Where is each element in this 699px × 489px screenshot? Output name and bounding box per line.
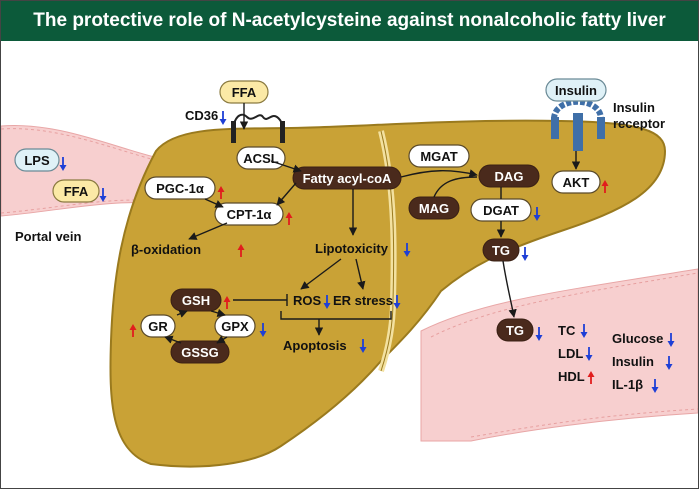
- il1b-down-arrowhead-icon: [651, 387, 659, 393]
- cpt1a-label: CPT-1α: [227, 207, 272, 222]
- cpt1a-up-arrowhead-icon: [285, 212, 293, 218]
- tg-blood-down-arrowhead-icon: [535, 335, 543, 341]
- fatty-acyl-coa-node: [292, 166, 402, 190]
- il1b-label: IL-1β: [612, 377, 643, 392]
- gpx-node: [214, 314, 256, 338]
- pathway-arrows: [164, 103, 581, 344]
- acsl-node: [236, 146, 286, 170]
- insulin-receptor-icon: [551, 98, 605, 151]
- insulin-blood-down-arrowhead-icon: [665, 364, 673, 370]
- ffa-top-label: FFA: [232, 85, 257, 100]
- dag-label: DAG: [495, 169, 524, 184]
- gpx-label: GPX: [221, 319, 249, 334]
- dgat-down-arrowhead-icon: [533, 215, 541, 221]
- lps-node: [14, 148, 60, 172]
- insulin-label: Insulin: [555, 83, 597, 98]
- gr-node: [140, 314, 176, 338]
- akt-node: [551, 170, 601, 194]
- gpx-down-arrowhead-icon: [259, 331, 267, 337]
- mgat-node: [408, 144, 470, 168]
- tg-liver-label: TG: [492, 243, 510, 258]
- gr-label: GR: [148, 319, 168, 334]
- er-stress-label: ER stress: [333, 293, 393, 308]
- regulation-arrows: [59, 111, 675, 393]
- figure-title: The protective role of N-acetylcysteine …: [1, 1, 698, 71]
- gsh-label: GSH: [182, 293, 210, 308]
- mgat-label: MGAT: [420, 149, 457, 164]
- tg-blood-label: TG: [506, 323, 524, 338]
- hdl-up-arrowhead-icon: [587, 371, 595, 377]
- lps-label: LPS: [24, 153, 50, 168]
- acsl-label: ACSL: [243, 151, 278, 166]
- lps-down-arrowhead-icon: [59, 165, 67, 171]
- pgc1a-node: [144, 176, 216, 200]
- lipotoxicity-label: Lipotoxicity: [315, 241, 389, 256]
- gssg-label: GSSG: [181, 345, 219, 360]
- portal-vein-label: Portal vein: [15, 229, 82, 244]
- tc-label: TC: [558, 323, 576, 338]
- cd36-transporter-icon: [231, 113, 285, 143]
- cpt1a-node: [214, 202, 284, 226]
- gssg-node: [170, 340, 230, 364]
- ros-down-arrowhead-icon: [323, 303, 331, 309]
- ffa-portal-down-arrowhead-icon: [99, 196, 107, 202]
- akt-up-arrowhead-icon: [601, 180, 609, 186]
- insulin-receptor-label-2: receptor: [613, 116, 665, 131]
- gr-up-arrowhead-icon: [129, 324, 137, 330]
- er-stress-down-arrowhead-icon: [393, 303, 401, 309]
- dgat-label: DGAT: [483, 203, 519, 218]
- apoptosis-down-arrowhead-icon: [359, 347, 367, 353]
- dag-node: [478, 164, 540, 188]
- mag-label: MAG: [419, 201, 449, 216]
- fatty-acyl-coa-label: Fatty acyl-coA: [303, 171, 392, 186]
- gsh-up-arrowhead-icon: [223, 296, 231, 302]
- akt-label: AKT: [563, 175, 590, 190]
- beta-oxidation-label: β-oxidation: [131, 242, 201, 257]
- apoptosis-label: Apoptosis: [283, 338, 347, 353]
- gsh-node: [170, 288, 222, 312]
- blood-vessel-shape: [420, 268, 698, 442]
- insulin-receptor-label-1: Insulin: [613, 100, 655, 115]
- beta-ox-up-arrowhead-icon: [237, 244, 245, 250]
- pgc1a-label: PGC-1α: [156, 181, 204, 196]
- tc-down-arrowhead-icon: [580, 332, 588, 338]
- ffa-portal-node: [52, 179, 100, 203]
- insulin-blood-label: Insulin: [612, 354, 654, 369]
- hdl-label: HDL: [558, 369, 585, 384]
- tg-blood-node: [496, 318, 534, 342]
- cd36-label: CD36: [185, 108, 218, 123]
- ros-label: ROS: [293, 293, 322, 308]
- lipotoxicity-down-arrowhead-icon: [403, 251, 411, 257]
- insulin-node: [545, 78, 607, 102]
- tg-liver-node: [482, 238, 520, 262]
- ldl-down-arrowhead-icon: [585, 355, 593, 361]
- ffa-portal-label: FFA: [64, 184, 89, 199]
- glucose-label: Glucose: [612, 331, 663, 346]
- cd36-down-arrowhead-icon: [219, 119, 227, 125]
- ldl-label: LDL: [558, 346, 583, 361]
- pgc1a-up-arrowhead-icon: [217, 186, 225, 192]
- glucose-down-arrowhead-icon: [667, 341, 675, 347]
- tg-liver-down-arrowhead-icon: [521, 255, 529, 261]
